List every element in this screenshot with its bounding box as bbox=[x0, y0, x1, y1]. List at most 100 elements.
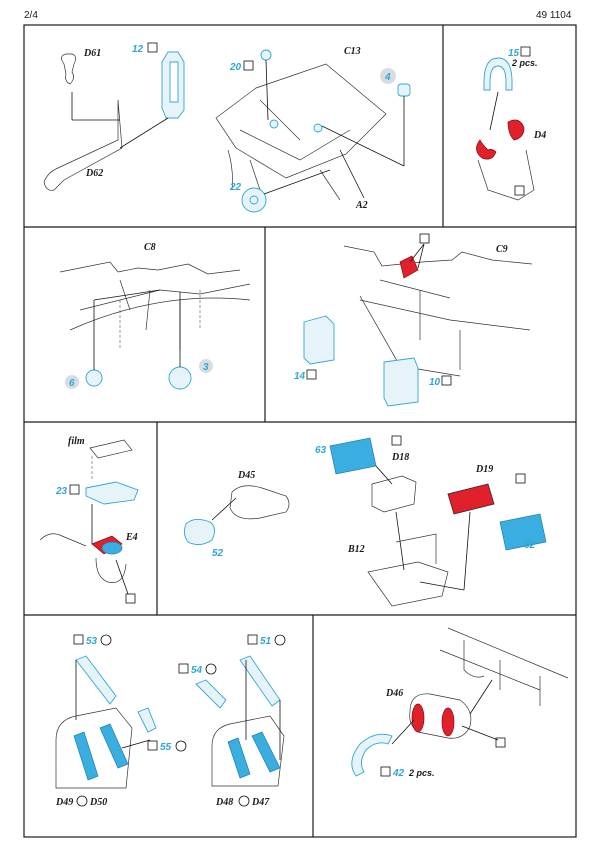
pe-part-15 bbox=[483, 57, 513, 91]
half-square-icon bbox=[419, 233, 430, 244]
pe-part-12 bbox=[161, 51, 185, 119]
label-d61: D61 bbox=[83, 48, 101, 59]
fold-icon bbox=[306, 369, 317, 380]
half-square-icon bbox=[125, 593, 136, 604]
seat-left bbox=[55, 707, 133, 789]
part-b12 bbox=[367, 533, 449, 607]
label-a2: A2 bbox=[355, 200, 368, 211]
label-d48: D48 bbox=[215, 797, 233, 808]
pe-part-53 bbox=[75, 655, 117, 705]
part-c9 bbox=[343, 245, 533, 377]
label-55: 55 bbox=[160, 742, 172, 753]
round-bend-icon bbox=[76, 795, 88, 807]
label-b12: B12 bbox=[347, 544, 365, 555]
label-c9: C9 bbox=[496, 244, 508, 255]
part-d45 bbox=[229, 485, 290, 520]
kit-code: 49 1104 bbox=[536, 10, 572, 21]
pe-part-42 bbox=[351, 733, 393, 777]
label-23: 23 bbox=[55, 486, 68, 497]
part-d4 bbox=[476, 119, 525, 160]
pe-part-23 bbox=[85, 481, 139, 505]
film-piece bbox=[89, 439, 133, 459]
panel-1: D61 D62 12 C13 20 4 22 A2 bbox=[43, 42, 411, 213]
label-d45: D45 bbox=[237, 470, 255, 481]
pe-part-3 bbox=[168, 366, 192, 390]
label-film: film bbox=[68, 436, 85, 447]
half-square-icon bbox=[495, 737, 506, 748]
panel-5: film 23 E4 bbox=[39, 436, 139, 604]
part-d18 bbox=[371, 475, 417, 513]
seat-belts-right bbox=[227, 731, 281, 779]
pe-part-20 bbox=[260, 49, 272, 61]
label-51: 51 bbox=[260, 636, 272, 647]
label-10: 10 bbox=[429, 377, 441, 388]
label-pcs-42: 2 pcs. bbox=[408, 768, 435, 778]
label-d18: D18 bbox=[391, 452, 409, 463]
pe-part-6 bbox=[85, 369, 103, 387]
label-22: 22 bbox=[229, 182, 242, 193]
part-d61 bbox=[61, 53, 76, 85]
label-d19: D19 bbox=[475, 464, 493, 475]
panel-2: 15 2 pcs. D4 bbox=[476, 46, 546, 201]
fold-icon bbox=[73, 634, 84, 645]
pe-part-52 bbox=[183, 519, 215, 545]
round-bend-icon bbox=[175, 740, 187, 752]
round-bend-icon bbox=[100, 634, 112, 646]
painted-part-c9 bbox=[399, 255, 419, 279]
label-54: 54 bbox=[191, 665, 203, 676]
label-63: 63 bbox=[315, 445, 327, 456]
pe-part-14 bbox=[303, 315, 335, 365]
label-d47: D47 bbox=[251, 797, 270, 808]
panel-3: C8 6 3 bbox=[59, 242, 251, 390]
fold-icon bbox=[147, 740, 158, 751]
part-fuselage-frame bbox=[439, 627, 569, 706]
label-53: 53 bbox=[86, 636, 98, 647]
round-bend-icon bbox=[205, 663, 217, 675]
label-e4: E4 bbox=[125, 532, 138, 543]
label-52: 52 bbox=[212, 548, 224, 559]
fold-icon bbox=[515, 473, 526, 484]
label-62: 62 bbox=[524, 540, 536, 551]
fold-icon bbox=[247, 634, 258, 645]
panel-4: C9 14 10 bbox=[294, 233, 533, 407]
half-square-icon bbox=[391, 435, 402, 446]
label-3: 3 bbox=[203, 362, 209, 373]
seat-belts-left bbox=[73, 723, 129, 781]
label-d46: D46 bbox=[385, 688, 403, 699]
label-42: 42 bbox=[392, 768, 405, 779]
fold-icon bbox=[69, 484, 80, 495]
label-pcs-15: 2 pcs. bbox=[511, 58, 538, 68]
pe-part-54 bbox=[195, 679, 227, 709]
round-bend-icon bbox=[238, 795, 250, 807]
fold-icon bbox=[178, 663, 189, 674]
label-12: 12 bbox=[132, 44, 144, 55]
pe-part-55 bbox=[137, 707, 157, 733]
panel-8: D46 42 2 pcs. bbox=[351, 627, 569, 779]
panel-7: 53 55 D49 D50 51 54 D48 D47 bbox=[55, 634, 286, 808]
label-d50: D50 bbox=[89, 797, 107, 808]
pe-part-10 bbox=[383, 357, 419, 407]
number-bubble-6 bbox=[65, 375, 79, 389]
pe-part-62 bbox=[499, 513, 547, 551]
round-bend-icon bbox=[274, 634, 286, 646]
number-bubble-3 bbox=[199, 359, 213, 373]
number-bubble-4 bbox=[380, 68, 396, 84]
label-4: 4 bbox=[384, 72, 391, 83]
label-d49: D49 bbox=[55, 797, 73, 808]
label-c13: C13 bbox=[344, 46, 361, 57]
fold-icon bbox=[520, 46, 531, 57]
fold-icon bbox=[243, 60, 254, 71]
part-d62 bbox=[43, 99, 123, 191]
page-number: 2/4 bbox=[24, 10, 38, 21]
part-c8 bbox=[59, 261, 251, 350]
panel-frames bbox=[23, 24, 577, 838]
label-d62: D62 bbox=[85, 168, 103, 179]
label-15: 15 bbox=[508, 48, 520, 59]
seat-right bbox=[211, 715, 285, 787]
label-d4: D4 bbox=[533, 130, 546, 141]
panel-6: 63 D18 D19 62 D45 52 B12 bbox=[183, 435, 547, 607]
label-6: 6 bbox=[69, 378, 75, 389]
half-square-icon bbox=[514, 185, 525, 196]
fold-icon bbox=[380, 766, 391, 777]
